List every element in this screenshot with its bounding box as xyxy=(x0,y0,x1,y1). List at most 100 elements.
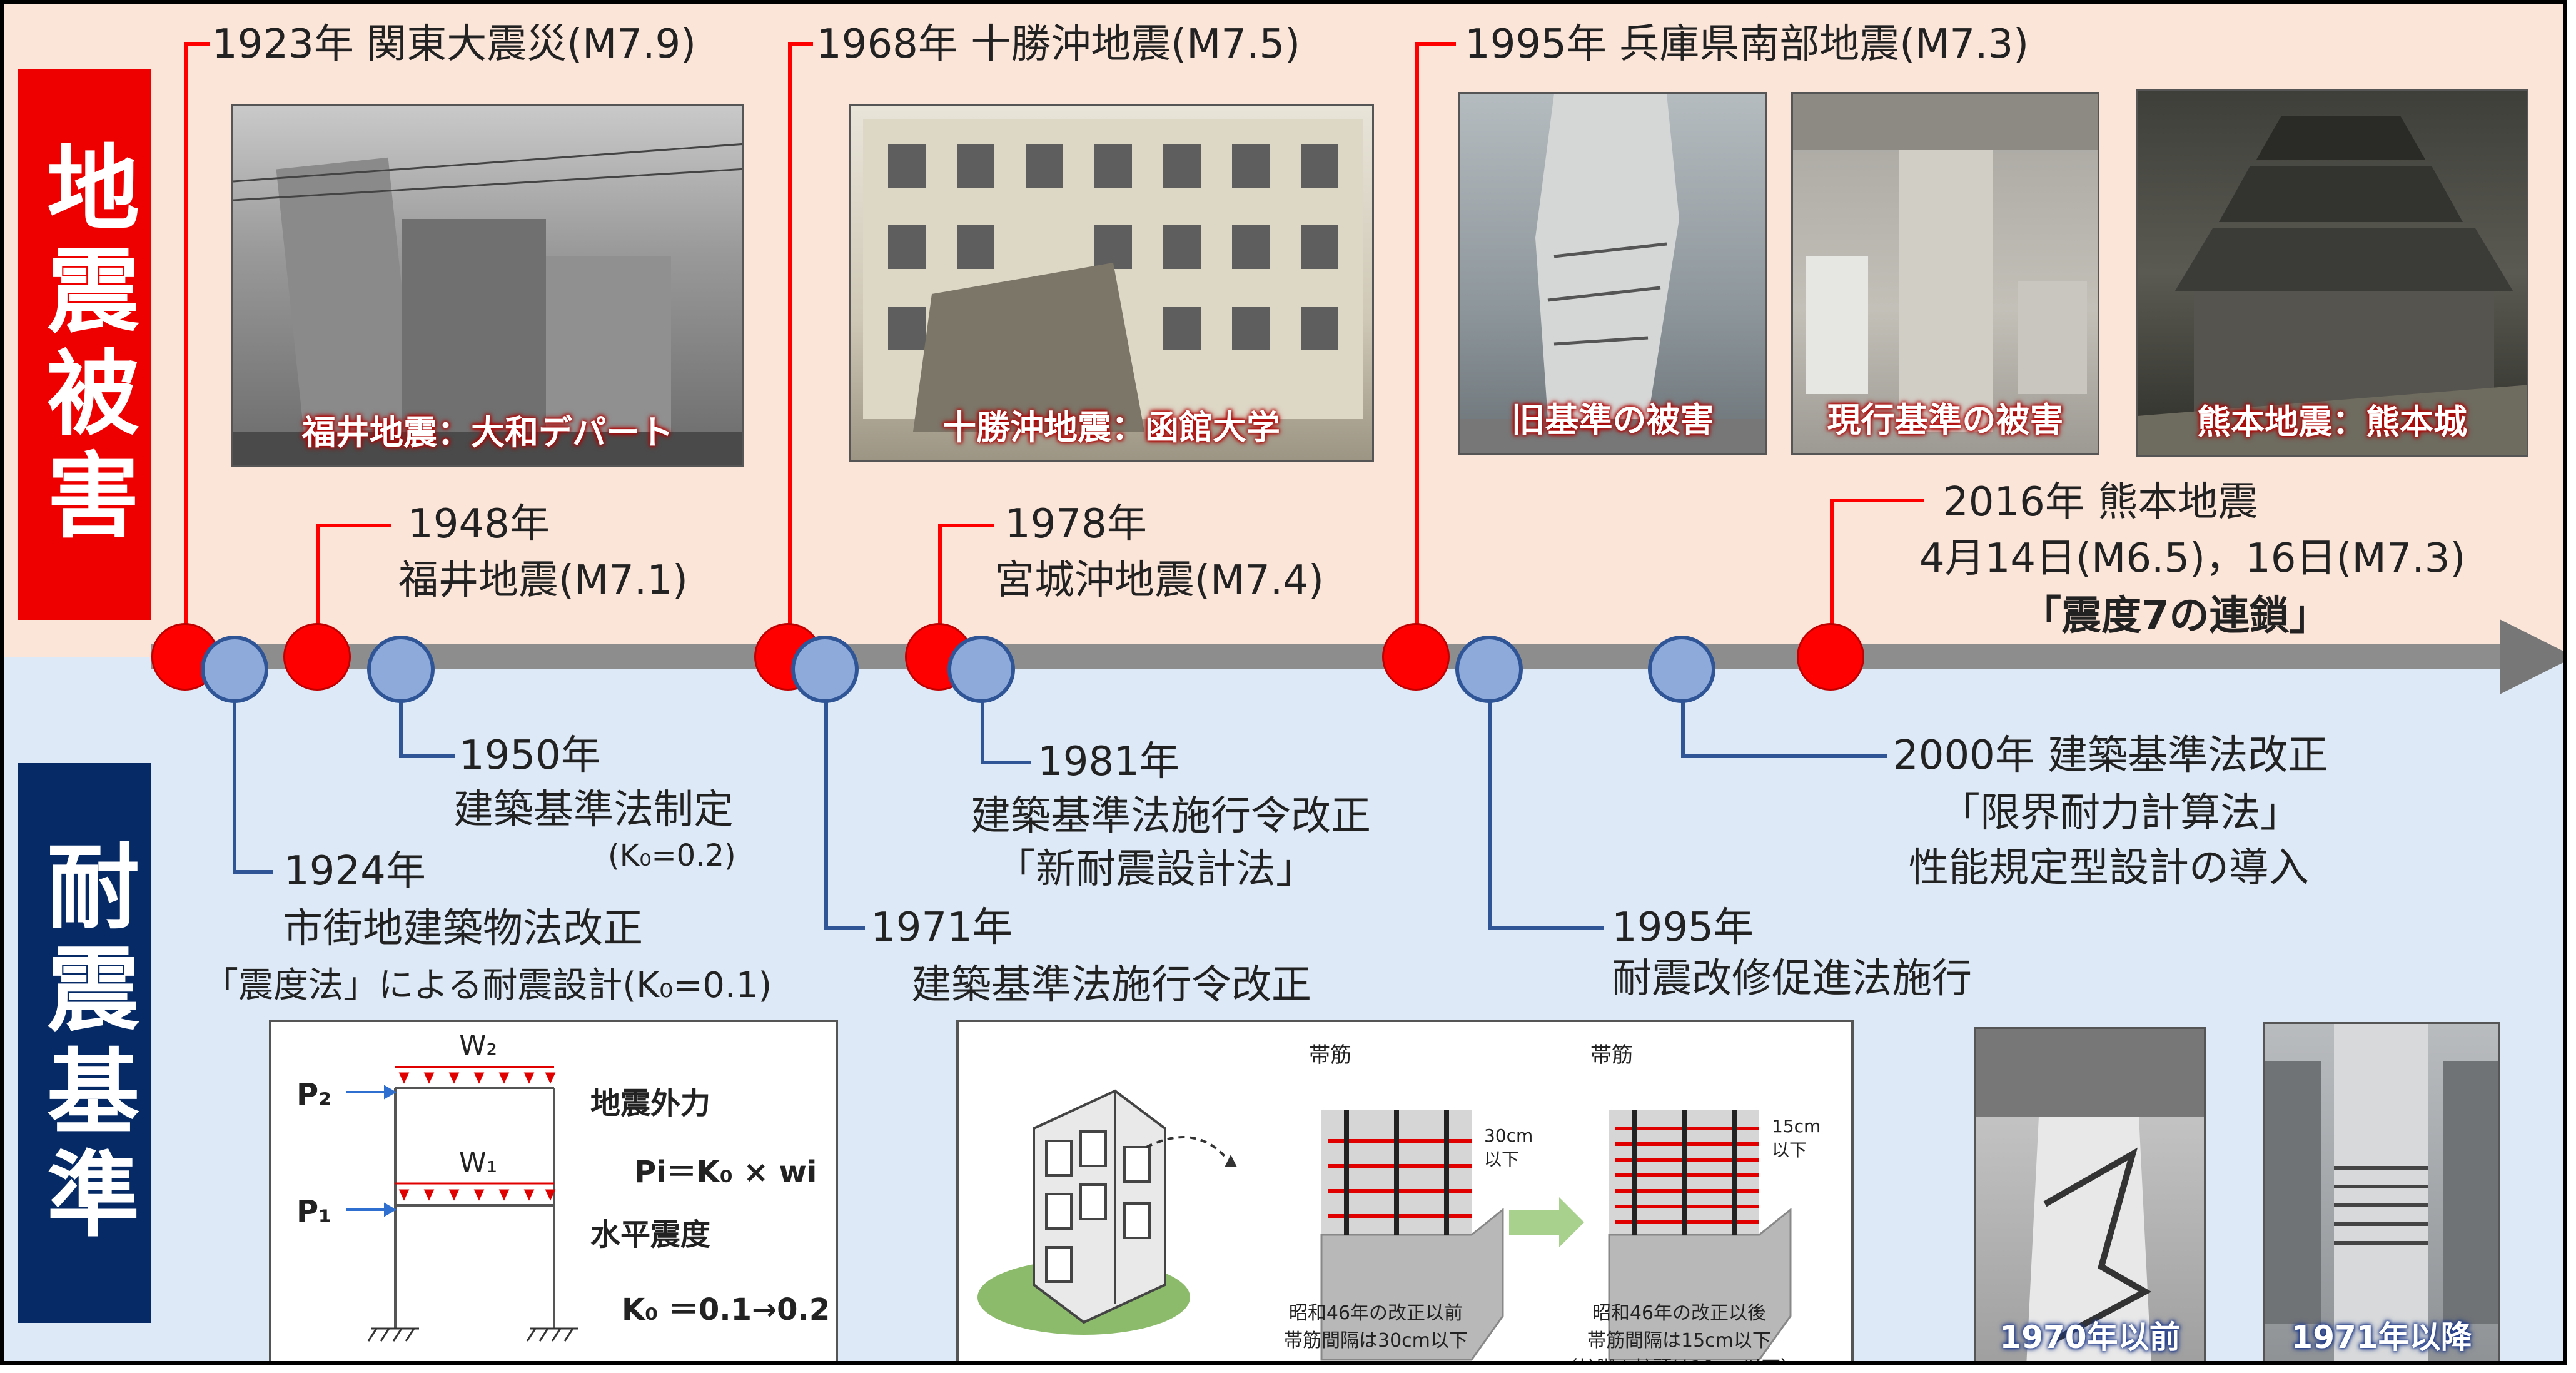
leader-1924 xyxy=(233,692,236,874)
marker-1948 xyxy=(283,623,351,691)
leader-1978 xyxy=(938,524,942,624)
label-horizontal-coefficient: 水平震度 xyxy=(590,1217,711,1252)
label-1924-year: 1924年 xyxy=(284,848,426,894)
leader-1948-tick xyxy=(316,524,391,527)
caption-tokachi: 十勝沖地震：函館大学 xyxy=(942,408,1280,447)
label-w2: W₂ xyxy=(459,1030,498,1061)
failed-column-image xyxy=(1976,1029,2204,1361)
caption-after-1971: 1971年以降 xyxy=(2291,1319,2472,1355)
leader-1995b-tick xyxy=(1488,926,1604,930)
label-1950-k: (K₀=0.2) xyxy=(608,838,736,873)
leader-2000-tick xyxy=(1681,754,1887,758)
leader-1950 xyxy=(399,692,403,758)
label-2000-line1: 2000年 建築基準法改正 xyxy=(1893,732,2328,779)
marker-1950 xyxy=(367,636,435,703)
label-hoop-1: 帯筋 xyxy=(1309,1043,1351,1068)
label-hoop-2: 帯筋 xyxy=(1590,1043,1633,1068)
label-1950-name: 建築基準法制定 xyxy=(453,787,734,833)
hoop-reinforcement-svg xyxy=(977,1089,1792,1361)
leader-1981 xyxy=(981,692,984,764)
marker-1995b xyxy=(1455,636,1523,703)
label-spacing-15: 15cm 以下 xyxy=(1772,1116,1821,1160)
caption-current-standard: 現行基準の被害 xyxy=(1827,400,2064,440)
timeline-arrow-icon xyxy=(2500,619,2563,694)
hoop-reinforcement-diagram: 帯筋 帯筋 30cm 以下 15cm 以下 昭和46年の改正以前 帯筋間隔は30… xyxy=(956,1020,1854,1361)
collapsed-building-image xyxy=(233,143,742,465)
leader-2016-tick xyxy=(1830,499,1924,502)
label-spacing-30: 30cm 以下 xyxy=(1484,1125,1533,1170)
leader-1923 xyxy=(184,42,188,624)
leader-1995 xyxy=(1415,42,1419,624)
label-1923: 1923年 関東大震災(M7.9) xyxy=(212,21,697,68)
label-2000-line2: 「限界耐力計算法」 xyxy=(1940,790,2300,836)
label-1948-year: 1948年 xyxy=(408,501,550,547)
label-1968: 1968年 十勝沖地震(M7.5) xyxy=(816,21,1301,68)
leader-1978-tick xyxy=(938,524,994,527)
label-2000-line3: 性能規定型設計の導入 xyxy=(1909,845,2309,891)
label-p1: P₁ xyxy=(296,1194,332,1229)
label-1981-desc: 「新耐震設計法」 xyxy=(996,846,1316,893)
marker-2000 xyxy=(1648,636,1715,703)
damage-side-label: 地震被害 xyxy=(18,69,151,620)
leader-1950-tick xyxy=(399,754,455,758)
label-1995b-name: 耐震改修促進法施行 xyxy=(1612,956,1972,1002)
damaged-column-image xyxy=(1460,94,1765,453)
label-1924-name: 市街地建築物法改正 xyxy=(283,906,643,952)
label-2016-line2: 4月14日(M6.5)，16日(M7.3) xyxy=(1919,535,2466,582)
leader-1995-tick xyxy=(1415,42,1456,46)
leader-1981-tick xyxy=(981,761,1031,764)
label-p2: P₂ xyxy=(296,1077,332,1112)
intact-column-image xyxy=(1793,94,2098,432)
label-1978-year: 1978年 xyxy=(1005,501,1147,547)
caption-old-standard: 旧基準の被害 xyxy=(1511,400,1714,440)
photo-old-standard-damage: 旧基準の被害 xyxy=(1458,92,1767,455)
damaged-school-image xyxy=(863,119,1363,432)
label-1948-name: 福井地震(M7.1) xyxy=(398,557,688,604)
label-1971-year: 1971年 xyxy=(871,904,1013,951)
label-2016-line3: 「震度7の連鎖」 xyxy=(2021,593,2330,639)
photo-kumamoto-castle: 熊本地震：熊本城 xyxy=(2136,89,2528,457)
label-1924-desc: 「震度法」による耐震設計(K₀=0.1) xyxy=(203,965,772,1006)
marker-1981 xyxy=(947,636,1015,703)
label-k-change: K₀ ＝0.1→0.2 xyxy=(622,1292,831,1327)
label-w1: W₁ xyxy=(459,1147,498,1179)
caption-before-1970: 1970年以前 xyxy=(1999,1319,2181,1355)
leader-1968 xyxy=(788,42,792,624)
label-1995b-year: 1995年 xyxy=(1612,904,1754,951)
photo-fukui-department-store: 福井地震：大和デパート xyxy=(231,104,744,467)
seismic-force-diagram: W₂ W₁ P₂ P₁ 地震外力 Pi＝K₀ × wi 水平震度 K₀ ＝0.1… xyxy=(269,1020,838,1361)
standards-side-label: 耐震基準 xyxy=(18,763,151,1323)
leader-1923-tick xyxy=(184,42,210,46)
caption-after-1971: 昭和46年の改正以後 帯筋間隔は15cm以下 （柱脚＋柱頭は10cm以下） xyxy=(1559,1302,1799,1361)
marker-1971 xyxy=(791,636,859,703)
caption-fukui: 福井地震：大和デパート xyxy=(302,413,674,452)
castle-image xyxy=(2138,116,2527,455)
photo-column-after-1971: 1971年以降 xyxy=(2263,1022,2500,1361)
photo-column-before-1970: 1970年以前 xyxy=(1974,1027,2206,1361)
label-1971-name: 建築基準法施行令改正 xyxy=(911,962,1311,1008)
label-2016-line1: 2016年 熊本地震 xyxy=(1943,479,2258,525)
label-force-formula: Pi＝K₀ × wi xyxy=(634,1155,817,1190)
label-1981-name: 建築基準法施行令改正 xyxy=(971,793,1371,839)
leader-1968-tick xyxy=(788,42,813,46)
photo-current-standard-damage: 現行基準の被害 xyxy=(1791,92,2099,455)
label-1950-year: 1950年 xyxy=(459,732,601,779)
label-external-force: 地震外力 xyxy=(590,1086,711,1121)
caption-kumamoto: 熊本地震：熊本城 xyxy=(2197,402,2467,442)
marker-2016 xyxy=(1797,623,1864,691)
leader-1971-tick xyxy=(824,926,865,930)
leader-1971 xyxy=(824,692,828,930)
label-1995: 1995年 兵庫県南部地震(M7.3) xyxy=(1465,21,2029,68)
leader-1948 xyxy=(316,524,320,624)
confined-column-image xyxy=(2265,1024,2498,1361)
marker-1995 xyxy=(1382,623,1450,691)
label-1978-name: 宮城沖地震(M7.4) xyxy=(994,557,1324,604)
label-1981-year: 1981年 xyxy=(1038,739,1179,785)
leader-2000 xyxy=(1681,692,1685,758)
photo-hakodate-university: 十勝沖地震：函館大学 xyxy=(849,104,1374,462)
timeline-axis xyxy=(151,644,2528,669)
leader-2016 xyxy=(1830,499,1834,624)
marker-1924 xyxy=(201,636,268,703)
frame-structure-svg xyxy=(346,1066,578,1342)
